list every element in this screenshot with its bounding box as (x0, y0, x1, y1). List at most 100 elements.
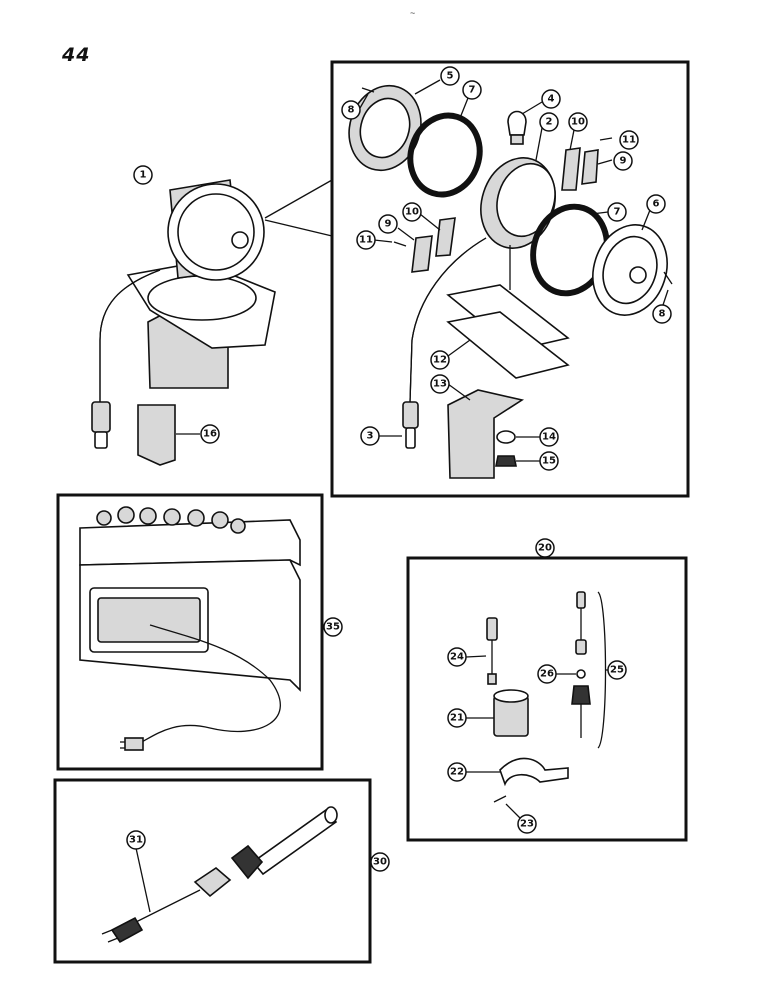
battery-charger-illustration (79, 506, 301, 751)
leader-12 (447, 339, 471, 357)
lens-center (231, 231, 249, 249)
svg-text:22: 22 (450, 767, 464, 778)
leader-10b (419, 213, 441, 231)
wire-boot (571, 685, 591, 705)
svg-text:6: 6 (653, 199, 660, 210)
cord-connector (193, 866, 232, 898)
charger-plug (124, 737, 144, 751)
leader-4 (521, 101, 543, 115)
svg-text:9: 9 (385, 219, 392, 230)
svg-text:30: 30 (373, 857, 387, 868)
suppression-kit-illustration (465, 591, 608, 819)
resistor-end (487, 673, 497, 685)
callout-8b: 8 (652, 304, 672, 324)
callout-25: 25 (607, 660, 627, 680)
washer (496, 430, 516, 444)
heater-prong-1 (101, 929, 113, 935)
callout-12: 12 (430, 350, 450, 370)
callout-3: 3 (360, 426, 380, 446)
heater-element-tip (324, 806, 338, 824)
svg-text:31: 31 (129, 835, 143, 846)
svg-text:2: 2 (546, 117, 553, 128)
top-mark: ~ (410, 8, 416, 18)
resistor-top (486, 617, 498, 641)
page-number: 44 (62, 44, 91, 66)
svg-text:8: 8 (348, 105, 355, 116)
detail-plug (402, 401, 419, 429)
connector-clip (137, 404, 176, 466)
leader-7a (459, 97, 469, 119)
svg-text:11: 11 (622, 135, 636, 146)
bulb-base (510, 134, 524, 145)
bulb (507, 110, 527, 136)
leader-2 (535, 127, 543, 161)
svg-text:8: 8 (659, 309, 666, 320)
svg-text:12: 12 (433, 355, 447, 366)
gasket-top (407, 112, 483, 198)
svg-text:9: 9 (620, 156, 627, 167)
callout-30: 30 (370, 852, 390, 872)
callout-11a: 11 (619, 130, 639, 150)
svg-text:7: 7 (469, 85, 476, 96)
callout-5: 5 (440, 66, 460, 86)
wire-end-top (576, 591, 586, 609)
callout-7a: 7 (462, 80, 482, 100)
callout-24: 24 (447, 647, 467, 667)
leader-10a (569, 129, 575, 151)
svg-text:25: 25 (610, 665, 624, 676)
callout-11b: 11 (356, 230, 376, 250)
leader-8a (359, 93, 369, 109)
callout-21: 21 (447, 708, 467, 728)
lens-center-detail (629, 266, 647, 284)
callout-13: 13 (430, 374, 450, 394)
charger-cord (134, 624, 281, 746)
callout-10a: 10 (568, 112, 588, 132)
clip-left-10 (435, 217, 456, 257)
wire-washer (576, 669, 586, 679)
clip-left-9 (411, 235, 433, 273)
heater-element (251, 808, 338, 876)
callout-16: 16 (200, 424, 220, 444)
exploded-lamp-illustration (348, 79, 673, 479)
clamp-screw (493, 795, 507, 803)
lamp-cable-inner (99, 269, 161, 402)
nut (495, 455, 517, 467)
svg-text:23: 23 (520, 819, 534, 830)
svg-text:13: 13 (433, 379, 447, 390)
leader-24 (465, 655, 487, 658)
screw-right-11 (599, 137, 613, 141)
svg-text:5: 5 (447, 71, 454, 82)
suppression-kit-box (406, 556, 688, 842)
callout-35: 35 (323, 617, 343, 637)
mount-clamp (499, 757, 569, 787)
detail-plug-tip (405, 427, 416, 449)
svg-text:10: 10 (571, 117, 585, 128)
battery-top (79, 519, 301, 567)
svg-text:1: 1 (140, 170, 147, 181)
lamp-back-inner (359, 97, 411, 159)
svg-text:7: 7 (614, 207, 621, 218)
lens-ring (602, 235, 658, 305)
capacitor-top (493, 689, 529, 703)
detail-bracket (447, 389, 525, 479)
svg-text:10: 10 (405, 207, 419, 218)
clip-right-10 (561, 147, 581, 191)
callout-4: 4 (541, 89, 561, 109)
plate-lower (446, 311, 570, 379)
heater-fitting-nut (230, 844, 264, 880)
base-plate (147, 275, 257, 321)
leader-23 (505, 803, 521, 819)
callout-14: 14 (539, 427, 559, 447)
detail-cable-inner (409, 237, 487, 403)
callout-23: 23 (517, 814, 537, 834)
callout-20: 20 (535, 538, 555, 558)
leader-31 (135, 847, 151, 913)
callout-15: 15 (539, 451, 559, 471)
callout-9a: 9 (613, 151, 633, 171)
svg-text:16: 16 (203, 429, 217, 440)
leader-7b (591, 211, 609, 215)
callout-26: 26 (537, 664, 557, 684)
svg-text:20: 20 (538, 543, 552, 554)
callout-1: 1 (133, 165, 153, 185)
